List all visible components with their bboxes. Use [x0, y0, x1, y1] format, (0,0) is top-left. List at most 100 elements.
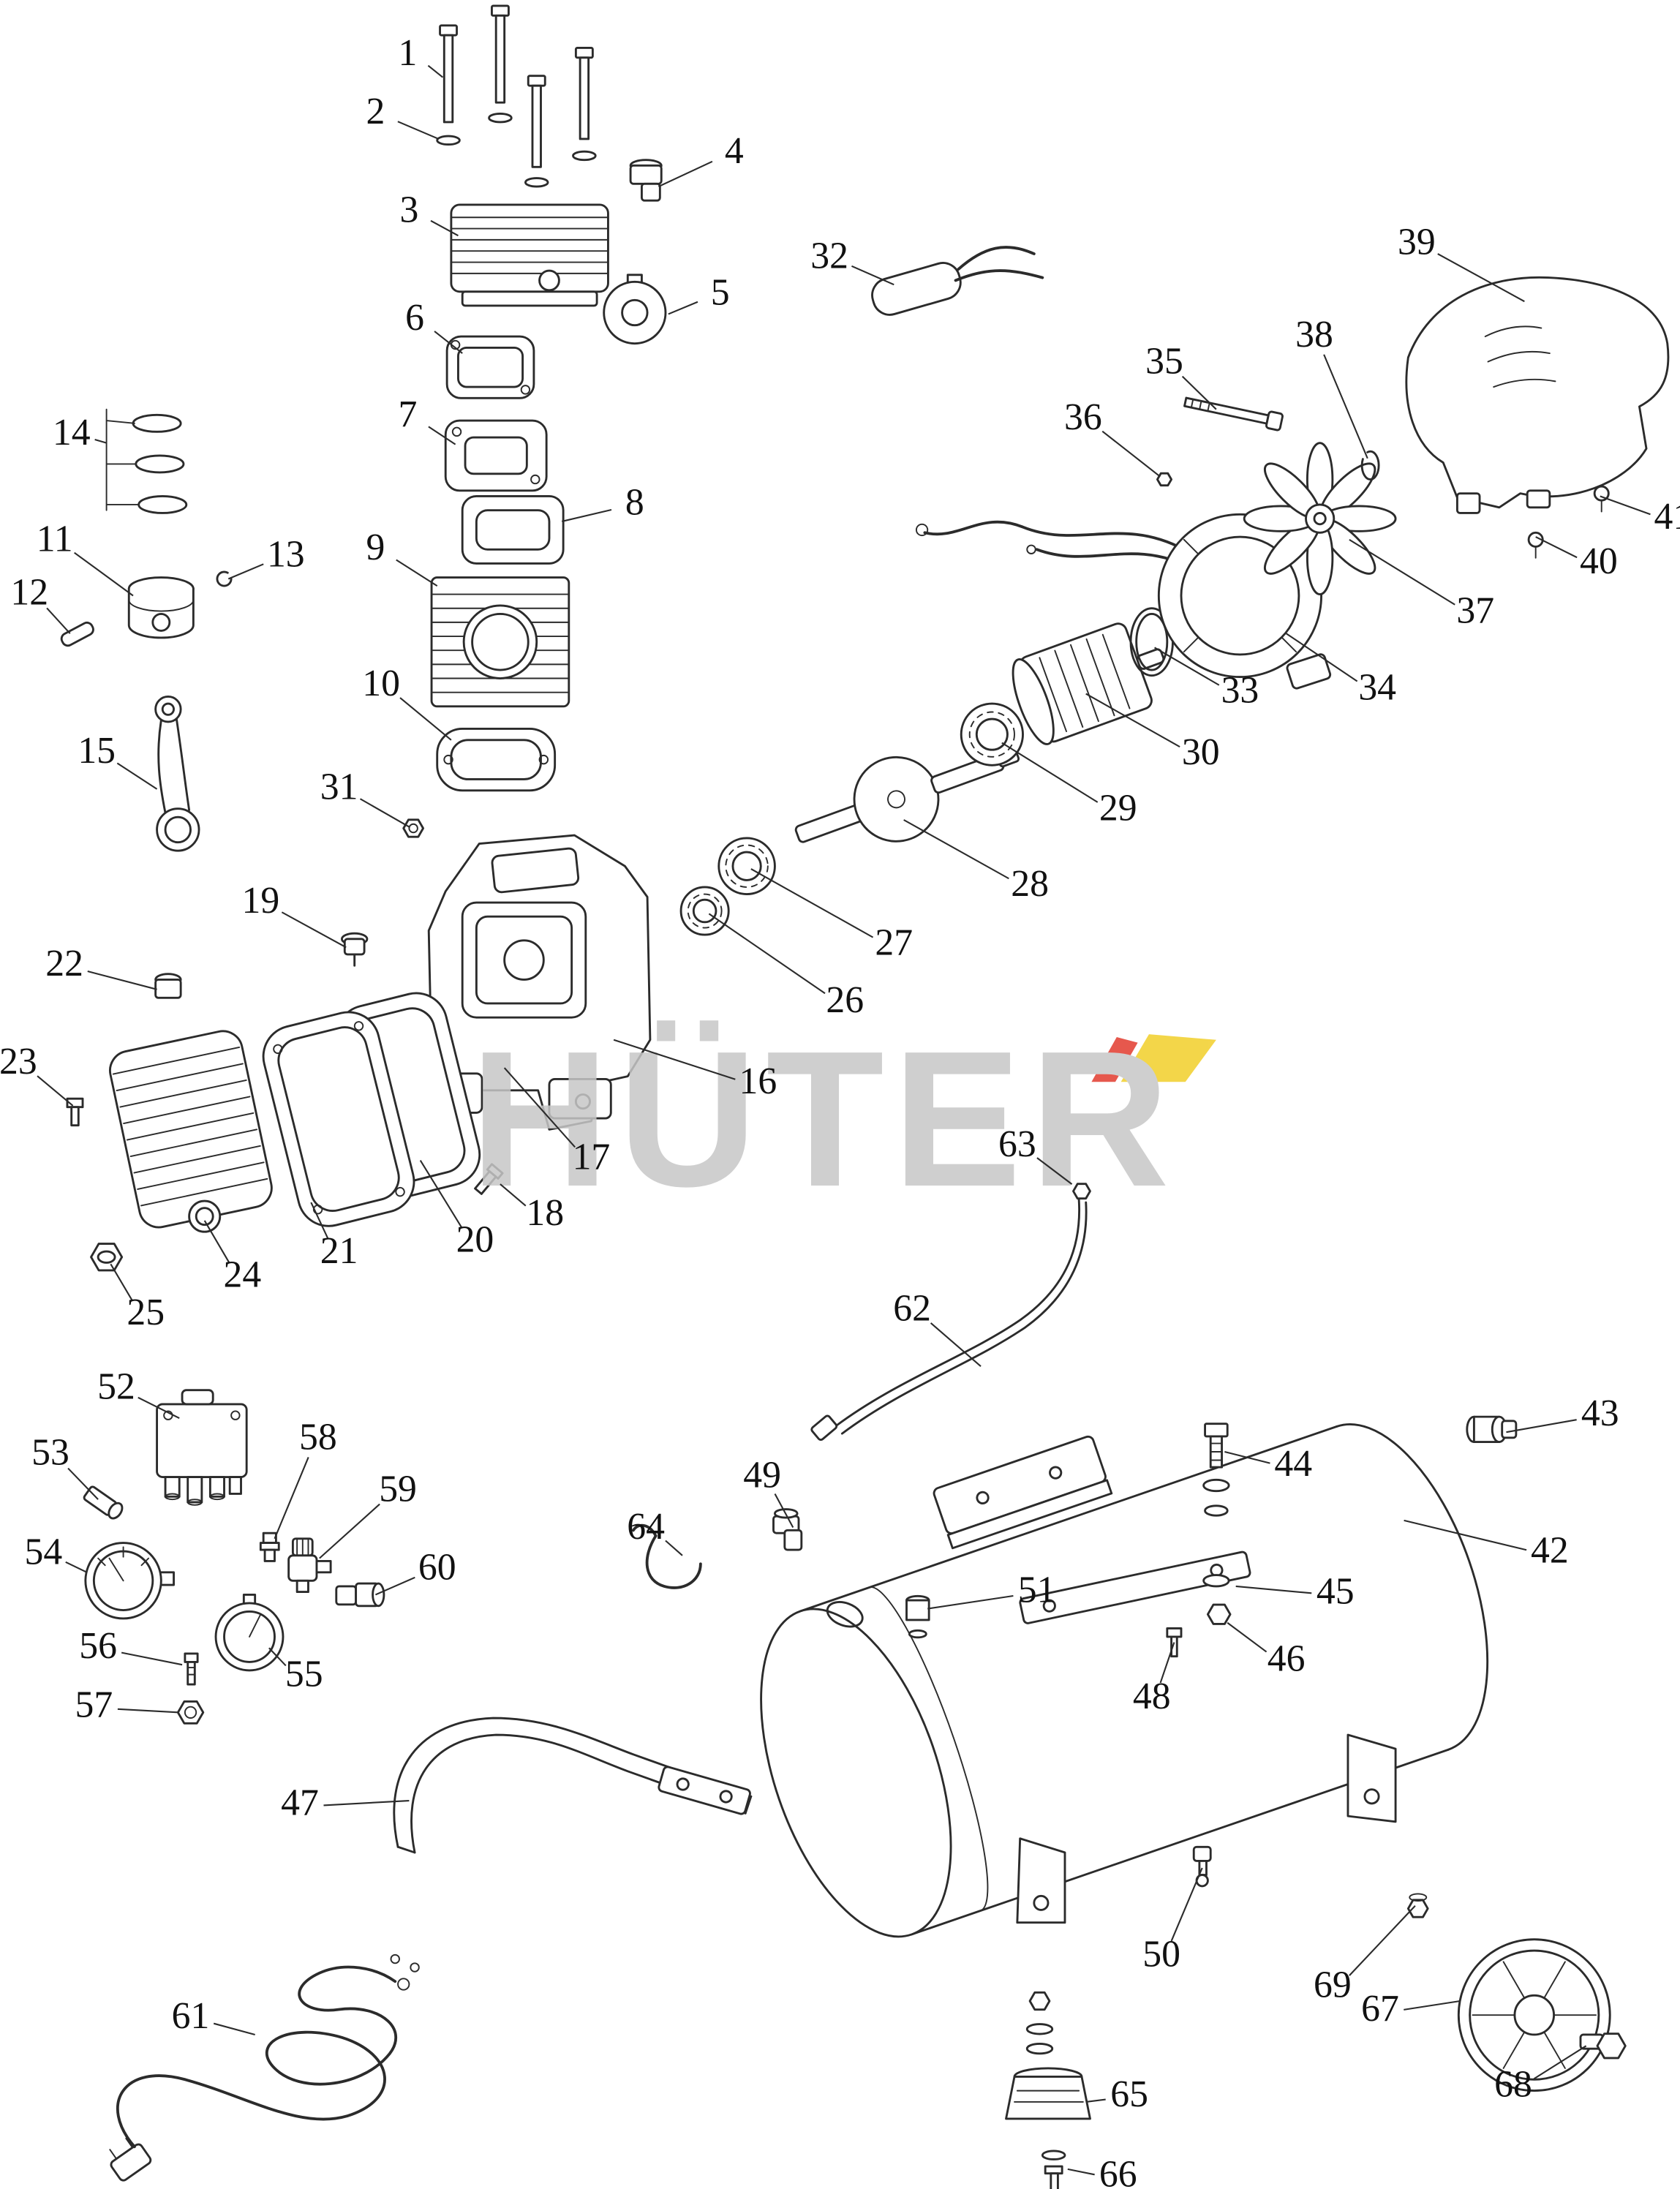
leader-line-37 — [1349, 538, 1455, 606]
part-number-46: 46 — [1267, 1638, 1306, 1679]
part-foot-bolt — [1041, 2150, 1066, 2189]
part-mount-bracket — [933, 1435, 1113, 1550]
part-pin-clip — [216, 570, 233, 587]
part-number-32: 32 — [810, 236, 848, 277]
part-piston-rings — [105, 408, 188, 514]
part-pressure-switch — [156, 1389, 248, 1506]
part-number-66: 66 — [1099, 2153, 1137, 2189]
part-number-55: 55 — [285, 1653, 323, 1695]
part-bolt-washers — [436, 113, 597, 188]
part-connecting-rod — [154, 695, 200, 852]
part-number-52: 52 — [97, 1366, 135, 1408]
part-switch-bolt — [184, 1652, 199, 1686]
leader-line-10 — [399, 697, 452, 741]
part-number-25: 25 — [127, 1292, 165, 1333]
part-cover-plate — [262, 1011, 415, 1227]
part-mount-plate — [1019, 1551, 1251, 1624]
leader-line-57 — [117, 1708, 178, 1714]
part-number-56: 56 — [79, 1625, 117, 1667]
part-pipe-nut — [1072, 1183, 1091, 1200]
leader-line-52 — [138, 1396, 180, 1419]
part-number-12: 12 — [10, 571, 48, 613]
part-number-3: 3 — [399, 189, 418, 230]
part-number-45: 45 — [1316, 1570, 1355, 1612]
part-number-68: 68 — [1494, 2064, 1532, 2106]
leader-line-45 — [1235, 1585, 1312, 1594]
part-bearing-large — [960, 702, 1024, 766]
part-tank-fitting — [772, 1508, 803, 1551]
part-mount-washer — [1202, 1574, 1230, 1588]
part-lock-nut — [402, 818, 424, 838]
leader-line-50 — [1170, 1867, 1203, 1942]
leader-line-1 — [427, 64, 444, 78]
part-number-51: 51 — [1018, 1569, 1056, 1610]
part-tank — [760, 1423, 1489, 1938]
part-mount-screw — [1166, 1627, 1183, 1658]
part-tank-brackets — [1016, 1733, 1397, 1924]
leader-line-38 — [1323, 354, 1368, 459]
part-number-53: 53 — [31, 1432, 69, 1474]
part-number-50: 50 — [1142, 1933, 1180, 1975]
part-rubber-foot — [1005, 2067, 1091, 2120]
leader-line-12 — [46, 607, 71, 634]
leader-line-33 — [1154, 647, 1220, 686]
part-number-29: 29 — [1099, 787, 1137, 829]
part-number-6: 6 — [405, 297, 424, 339]
part-gauge-large — [84, 1542, 175, 1620]
leader-line-9 — [396, 559, 438, 587]
part-number-9: 9 — [366, 527, 385, 568]
part-bearing-small — [679, 886, 730, 936]
watermark-text: HÜTER — [470, 1011, 1178, 1227]
leader-line-62 — [930, 1322, 982, 1367]
leader-line-49 — [774, 1493, 794, 1528]
leader-line-22 — [87, 971, 157, 990]
part-motor-nut — [1156, 472, 1173, 487]
part-number-15: 15 — [78, 730, 116, 772]
part-fan — [1243, 442, 1397, 596]
part-fan-cover — [1405, 276, 1670, 514]
leader-line-19 — [281, 911, 347, 949]
part-air-filter — [603, 274, 667, 345]
leader-line-15 — [116, 762, 158, 790]
part-cover-screw-a — [1527, 531, 1544, 559]
part-number-63: 63 — [998, 1123, 1036, 1165]
leader-line-29 — [1001, 742, 1099, 803]
part-cylinder-gasket — [436, 728, 557, 792]
leader-line-43 — [1506, 1419, 1577, 1433]
part-number-36: 36 — [1064, 396, 1102, 438]
part-sight-glass — [188, 1199, 222, 1233]
part-number-43: 43 — [1581, 1393, 1619, 1434]
part-number-49: 49 — [743, 1454, 781, 1496]
part-number-18: 18 — [526, 1192, 564, 1234]
leader-line-59 — [319, 1503, 380, 1559]
part-number-24: 24 — [224, 1254, 262, 1295]
leader-line-34 — [1286, 633, 1358, 682]
leader-line-56 — [121, 1651, 183, 1666]
part-number-33: 33 — [1221, 669, 1259, 711]
leader-line-20 — [419, 1159, 463, 1229]
part-rotor — [1012, 622, 1165, 745]
part-crankcase-cover — [109, 1030, 273, 1229]
part-wheel — [1457, 1938, 1611, 2092]
leader-line-7 — [428, 426, 456, 445]
part-bracket-bolt — [1406, 1893, 1429, 1918]
part-power-cord — [109, 1953, 420, 2182]
leader-line-18 — [500, 1183, 527, 1207]
part-cover-bolt — [66, 1097, 84, 1127]
leader-line-14 — [94, 438, 107, 444]
leader-line-32 — [851, 265, 894, 286]
part-crankcase — [419, 834, 652, 1131]
leader-line-27 — [750, 868, 874, 938]
leader-line-3 — [430, 219, 459, 237]
part-number-57: 57 — [75, 1684, 113, 1725]
leader-line-67 — [1404, 2000, 1461, 2011]
leader-line-17 — [503, 1067, 576, 1148]
part-number-42: 42 — [1531, 1530, 1569, 1572]
part-cover-screw-b — [1593, 485, 1610, 513]
part-bearing-mid — [717, 837, 776, 895]
part-number-58: 58 — [299, 1417, 337, 1458]
leader-line-5 — [668, 301, 698, 315]
part-oil-plug — [154, 973, 182, 999]
part-number-1: 1 — [399, 32, 418, 74]
